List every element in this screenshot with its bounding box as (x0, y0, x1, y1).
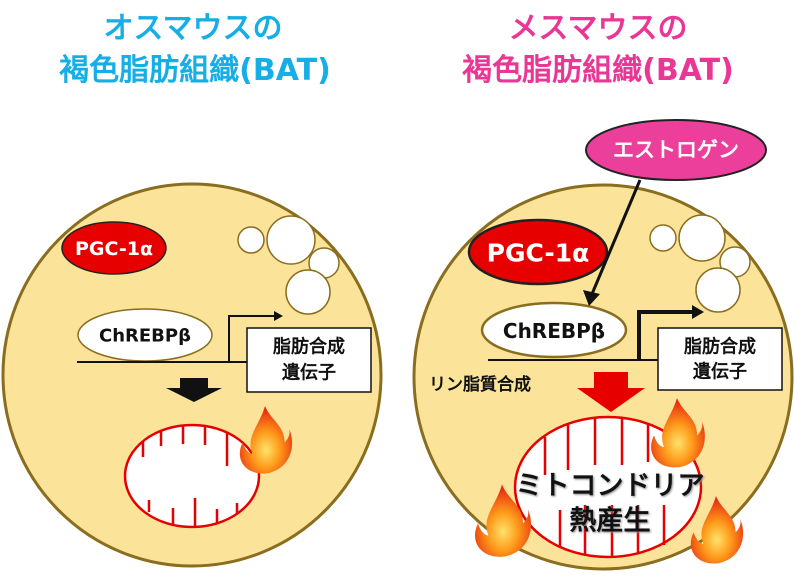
male-gene-line2: 遺伝子 (282, 362, 336, 384)
male-gene-line1: 脂肪合成 (273, 336, 345, 358)
male-pgc-badge: PGC-1α (61, 221, 167, 275)
male-chrebp-badge: ChREBPβ (77, 308, 213, 362)
female-chrebp-label: ChREBPβ (503, 319, 605, 343)
female-gene-line2: 遺伝子 (693, 361, 747, 383)
male-chrebp-label: ChREBPβ (99, 326, 191, 347)
estrogen-arrow (590, 179, 642, 295)
female-title-line1: メスマウスの (508, 11, 687, 46)
female-phospholipid-label: リン脂質合成 (429, 374, 531, 395)
female-lipid-droplets (649, 214, 751, 313)
male-promoter-arrow (228, 315, 276, 362)
male-pgc-label: PGC-1α (75, 238, 153, 260)
female-mito-line2: 熱産生 (570, 505, 651, 537)
male-gene-box (246, 327, 372, 393)
male-title-line2: 褐色脂肪組織(BAT) (59, 53, 331, 88)
male-promoter-arrowhead (274, 311, 283, 321)
male-cell-body (1, 182, 383, 568)
female-cell: PGC-1α ChREBPβ 脂肪合成 遺伝子 リン脂質合成 ミトコンドリア 熱 (412, 183, 794, 571)
estrogen-badge: エストロゲン (585, 119, 767, 181)
female-pgc-label: PGC-1α (487, 239, 590, 268)
female-promoter-arrow (637, 310, 694, 360)
female-pgc-badge: PGC-1α (467, 218, 609, 286)
female-down-arrow (577, 372, 645, 412)
male-lipid-droplets (237, 215, 340, 315)
male-mitochondria (123, 423, 261, 529)
male-down-arrow (166, 378, 222, 402)
female-gene-line1: 脂肪合成 (684, 336, 756, 358)
female-title-line2: 褐色脂肪組織(BAT) (462, 53, 734, 88)
estrogen-label: エストロゲン (613, 138, 739, 162)
male-title-line1: オスマウスの (103, 11, 282, 46)
female-chrebp-badge: ChREBPβ (480, 301, 628, 359)
female-mito-line1: ミトコンドリア (516, 471, 705, 502)
female-gene-box (657, 327, 783, 391)
estrogen-arrowhead (583, 290, 600, 306)
male-cell: PGC-1α ChREBPβ 脂肪合成 遺伝子 (1, 182, 383, 568)
female-promoter-arrowhead (692, 305, 704, 319)
